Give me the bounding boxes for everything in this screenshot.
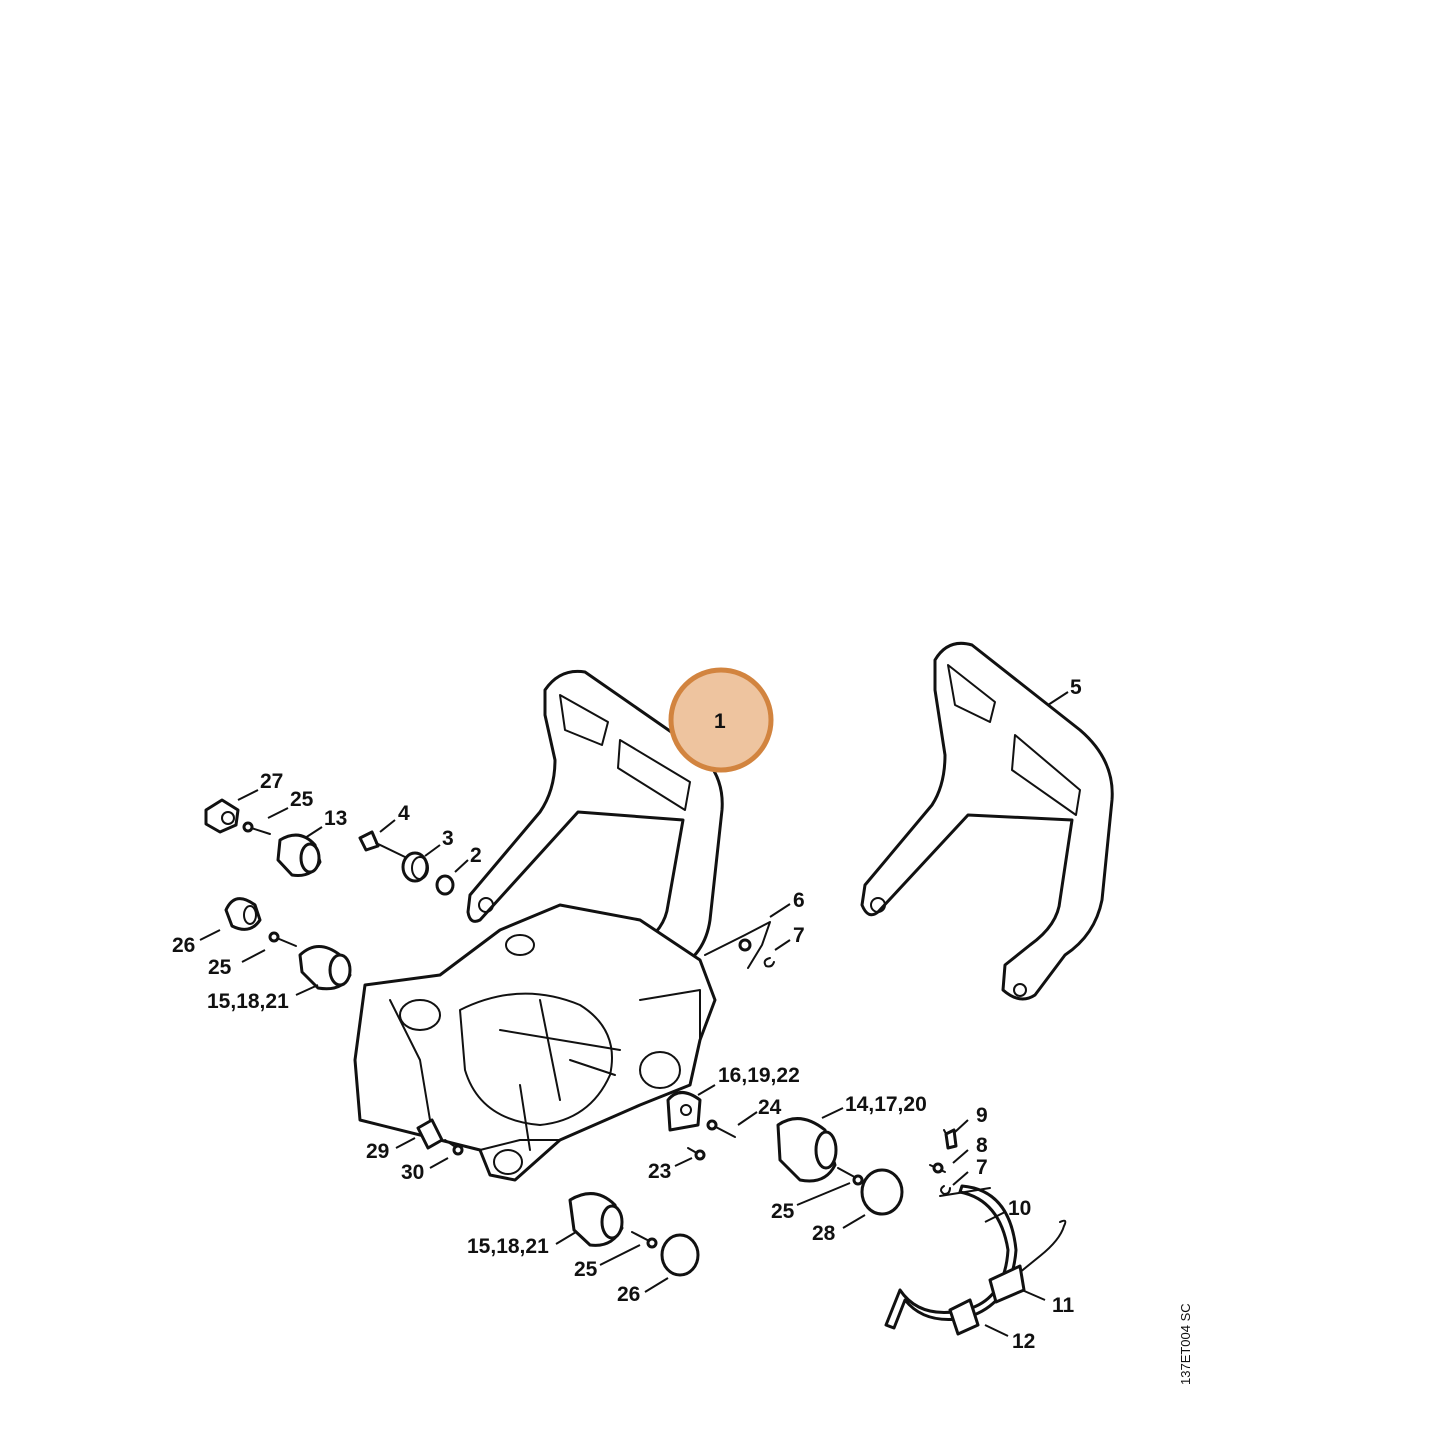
part-2-washer	[435, 874, 455, 896]
callout-24[interactable]: 24	[758, 1096, 782, 1119]
callout-16-19-22[interactable]: 16,19,22	[718, 1064, 800, 1087]
part-23-screw	[687, 1147, 706, 1161]
callout-27[interactable]: 27	[260, 770, 283, 793]
callout-9[interactable]: 9	[976, 1104, 988, 1127]
callout-25[interactable]: 25	[574, 1258, 598, 1281]
callout-25[interactable]: 25	[771, 1200, 795, 1223]
callout-14-17-20[interactable]: 14,17,20	[845, 1093, 927, 1116]
callout-4[interactable]: 4	[398, 802, 410, 825]
callout-12[interactable]: 12	[1012, 1330, 1035, 1353]
part-10-brake-band	[884, 1184, 1018, 1330]
callout-7[interactable]: 7	[976, 1156, 988, 1179]
drawing-code: 137ET004 SC	[1178, 1303, 1193, 1385]
callout-7[interactable]: 7	[793, 924, 805, 947]
callout-30[interactable]: 30	[401, 1161, 424, 1184]
callout-3[interactable]: 3	[442, 827, 454, 850]
callout-13[interactable]: 13	[324, 807, 347, 830]
part-3-spring-buffer	[401, 851, 429, 883]
part-25-screw-c	[837, 1167, 864, 1186]
callout-11[interactable]: 11	[1052, 1294, 1075, 1317]
part-16-19-22-bracket	[666, 1091, 702, 1132]
part-27-collar	[204, 798, 240, 834]
part-24-screw	[706, 1119, 736, 1138]
part-30-screw	[444, 1139, 464, 1156]
callout-28[interactable]: 28	[812, 1222, 836, 1245]
callout-25[interactable]: 25	[208, 956, 232, 979]
highlight-marker[interactable]	[668, 667, 774, 773]
part-12-sleeve	[948, 1298, 980, 1336]
callout-25[interactable]: 25	[290, 788, 314, 811]
part-6-lever	[704, 921, 771, 969]
callout-2[interactable]: 2	[470, 844, 482, 867]
callout-23[interactable]: 23	[648, 1160, 671, 1183]
part-4-bolt	[358, 830, 406, 858]
part-9-spring	[943, 1128, 958, 1150]
part-25-screw-b	[268, 931, 297, 947]
callout-15-18-21[interactable]: 15,18,21	[467, 1235, 549, 1258]
callout-6[interactable]: 6	[793, 889, 805, 912]
callout-1[interactable]: 1	[714, 710, 726, 733]
leader-lines	[199, 691, 1069, 1337]
part-26-cap-b	[660, 1233, 700, 1277]
part-15-18-21-buffer-b	[568, 1192, 624, 1247]
part-7-clip-b	[940, 1185, 951, 1195]
part-28-cover	[860, 1168, 904, 1216]
callout-5[interactable]: 5	[1070, 676, 1082, 699]
part-7-clip-a	[763, 957, 775, 968]
hand-guard-part-5	[860, 641, 1114, 1001]
callout-8[interactable]: 8	[976, 1134, 988, 1157]
part-14-17-20-buffer	[776, 1117, 838, 1183]
part-26-cap-a	[224, 897, 262, 931]
part-13-buffer	[276, 833, 322, 877]
part-29-sleeve	[416, 1118, 444, 1150]
part-11-spring	[988, 1219, 1067, 1304]
callout-labels: 1 27 25 13 4 3 2 5 6 7 26 25 15,18,21 29…	[172, 676, 1082, 1353]
part-25-screw-d	[631, 1231, 658, 1249]
part-25-screw-a	[242, 821, 271, 835]
callout-26[interactable]: 26	[617, 1283, 640, 1306]
part-15-18-21-buffer-a	[298, 945, 352, 991]
crankcase-housing	[353, 903, 717, 1182]
callout-29[interactable]: 29	[366, 1140, 389, 1163]
part-8-pin	[929, 1162, 946, 1174]
callout-26[interactable]: 26	[172, 934, 195, 957]
callout-15-18-21[interactable]: 15,18,21	[207, 990, 289, 1013]
callout-10[interactable]: 10	[1008, 1197, 1031, 1220]
